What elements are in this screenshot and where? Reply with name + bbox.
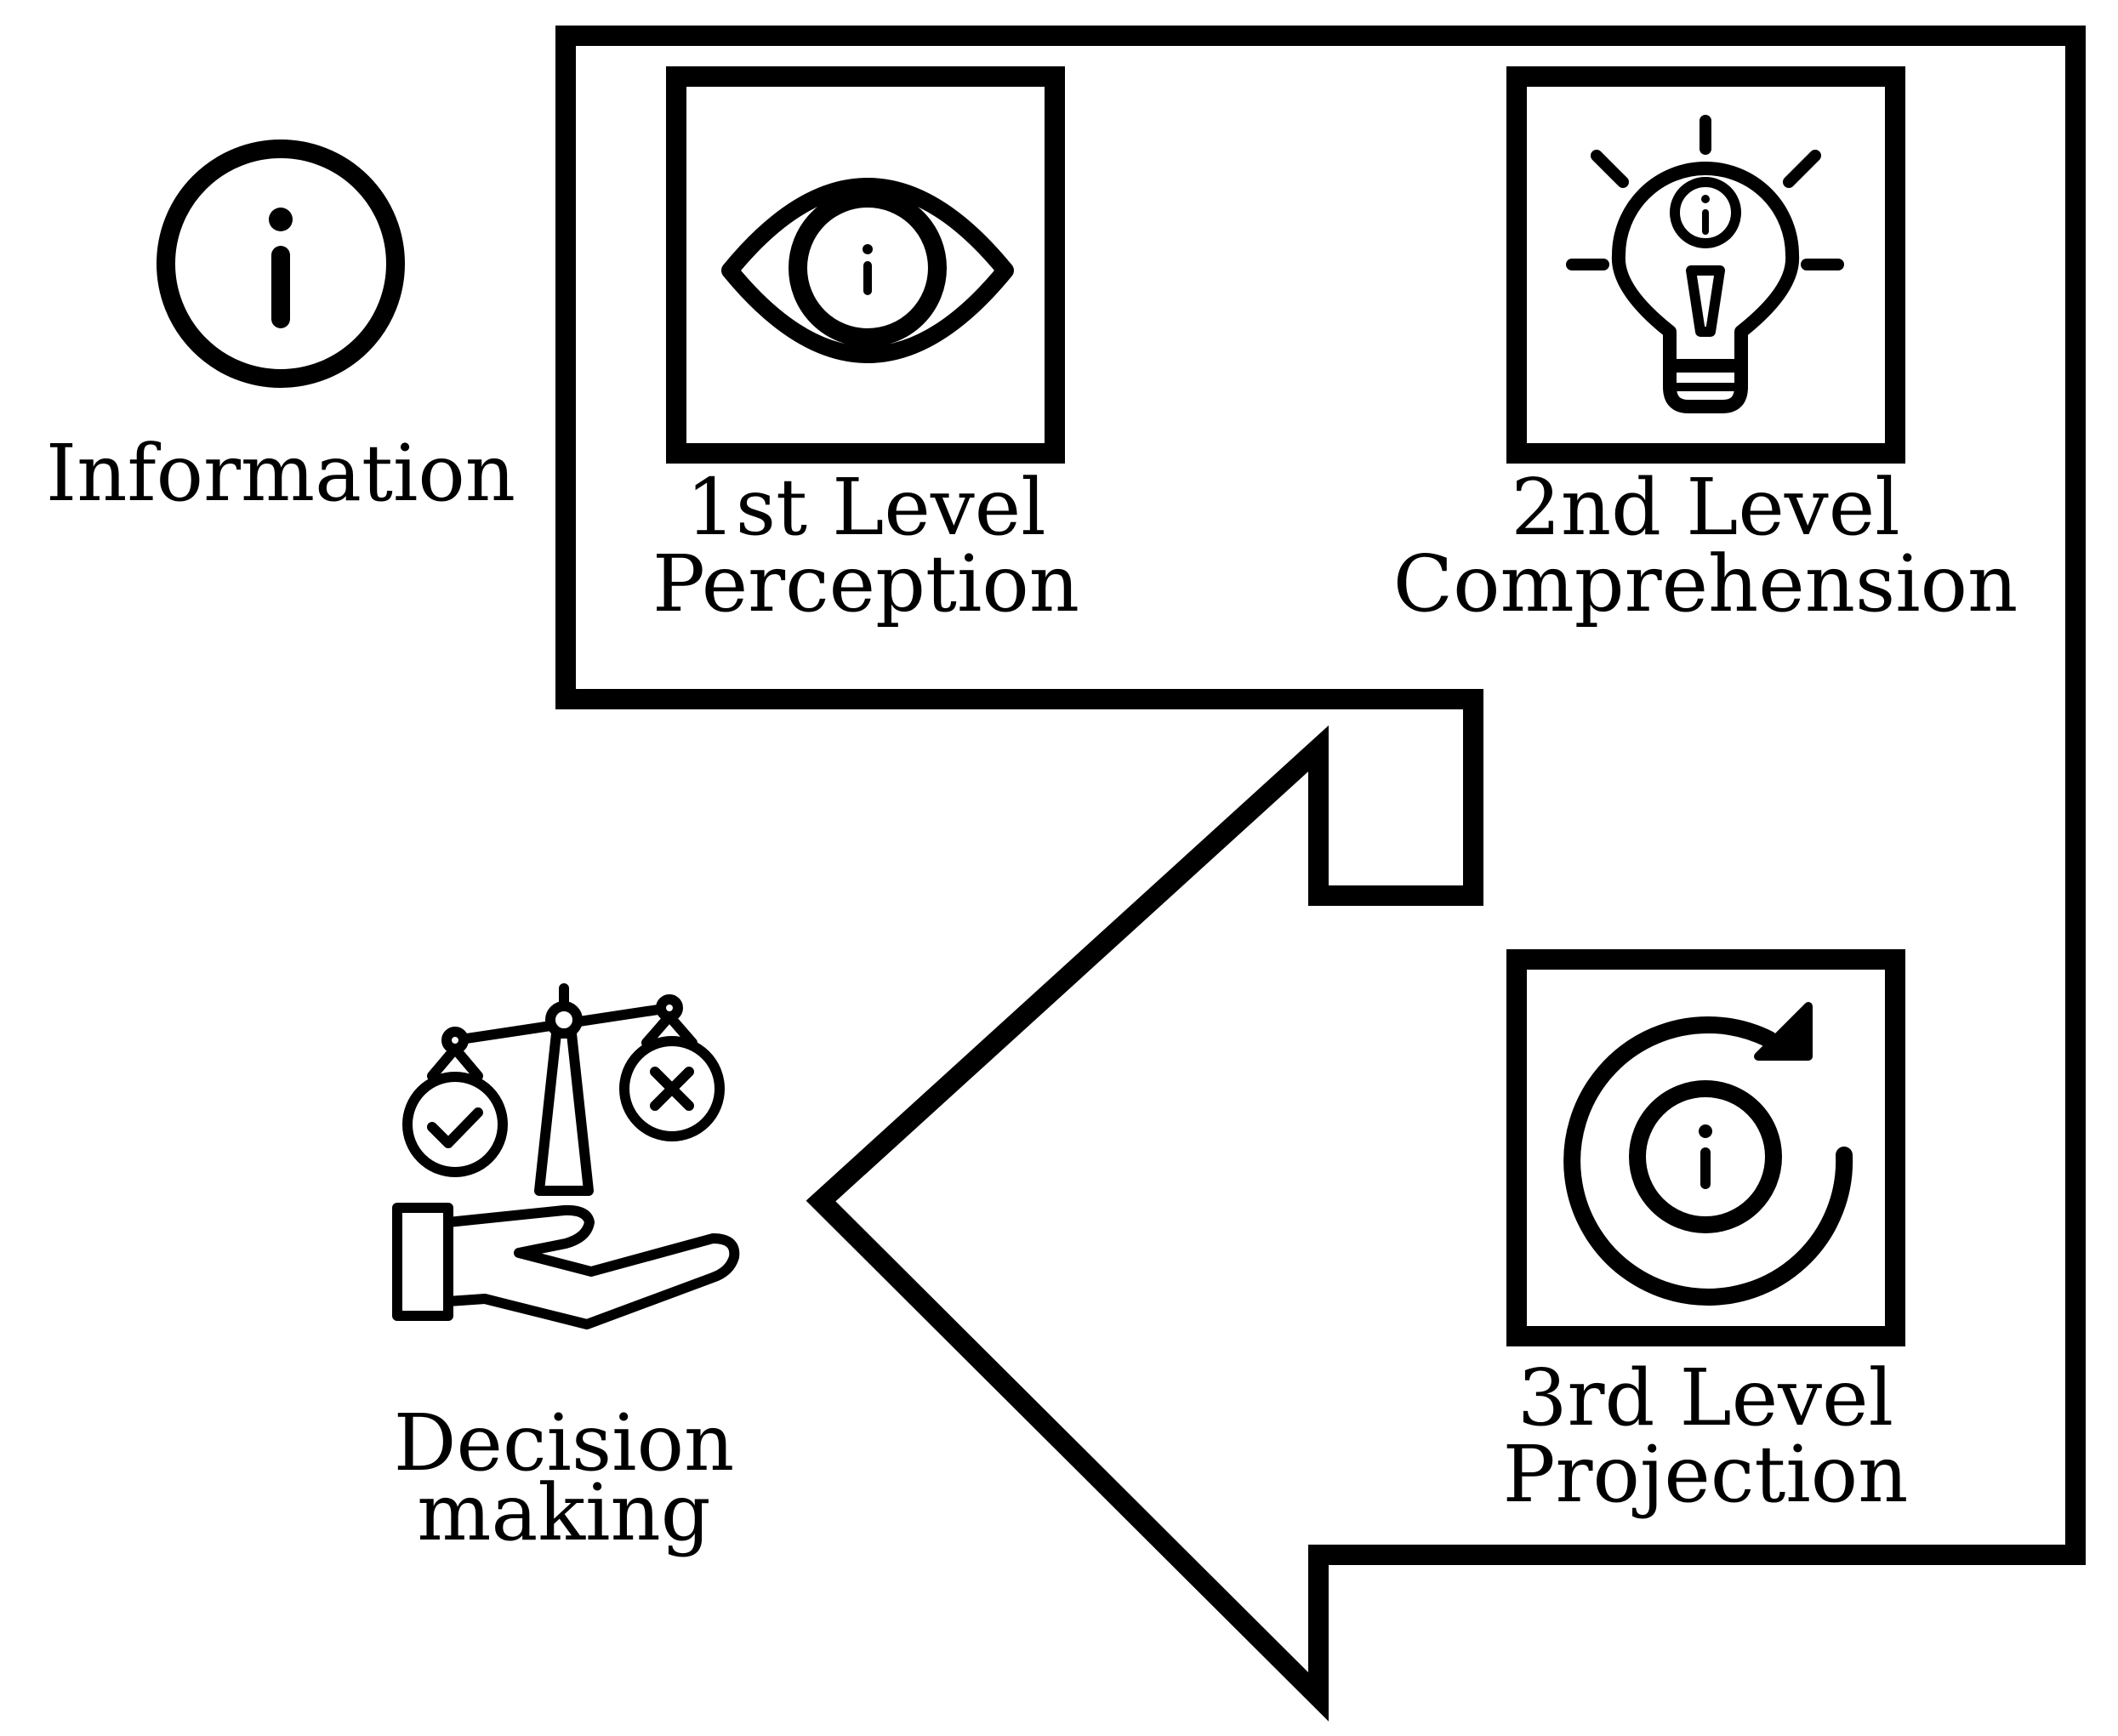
level1-subtitle: Perception	[652, 538, 1079, 629]
refresh-info-icon	[1563, 1002, 1853, 1306]
info-circle-icon	[157, 139, 405, 388]
flow-arrow-outline	[555, 26, 2086, 1722]
information-label: Information	[46, 428, 515, 519]
level3-title: 3rd Level	[1517, 1352, 1893, 1443]
level3-subtitle: Projection	[1503, 1429, 1909, 1520]
projection-box	[1506, 949, 1905, 1346]
level2-subtitle: Comprehension	[1393, 538, 2018, 629]
decision-title: Decision	[394, 1397, 734, 1488]
decision-subtitle: making	[417, 1467, 710, 1558]
eye-info-icon	[721, 178, 1014, 363]
lightbulb-info-icon	[1566, 115, 1844, 413]
level2-title: 2nd Level	[1511, 462, 1899, 553]
scales-hand-icon	[392, 983, 740, 1329]
comprehension-box	[1506, 66, 1905, 464]
level1-title: 1st Level	[686, 462, 1045, 553]
perception-box	[666, 66, 1065, 464]
